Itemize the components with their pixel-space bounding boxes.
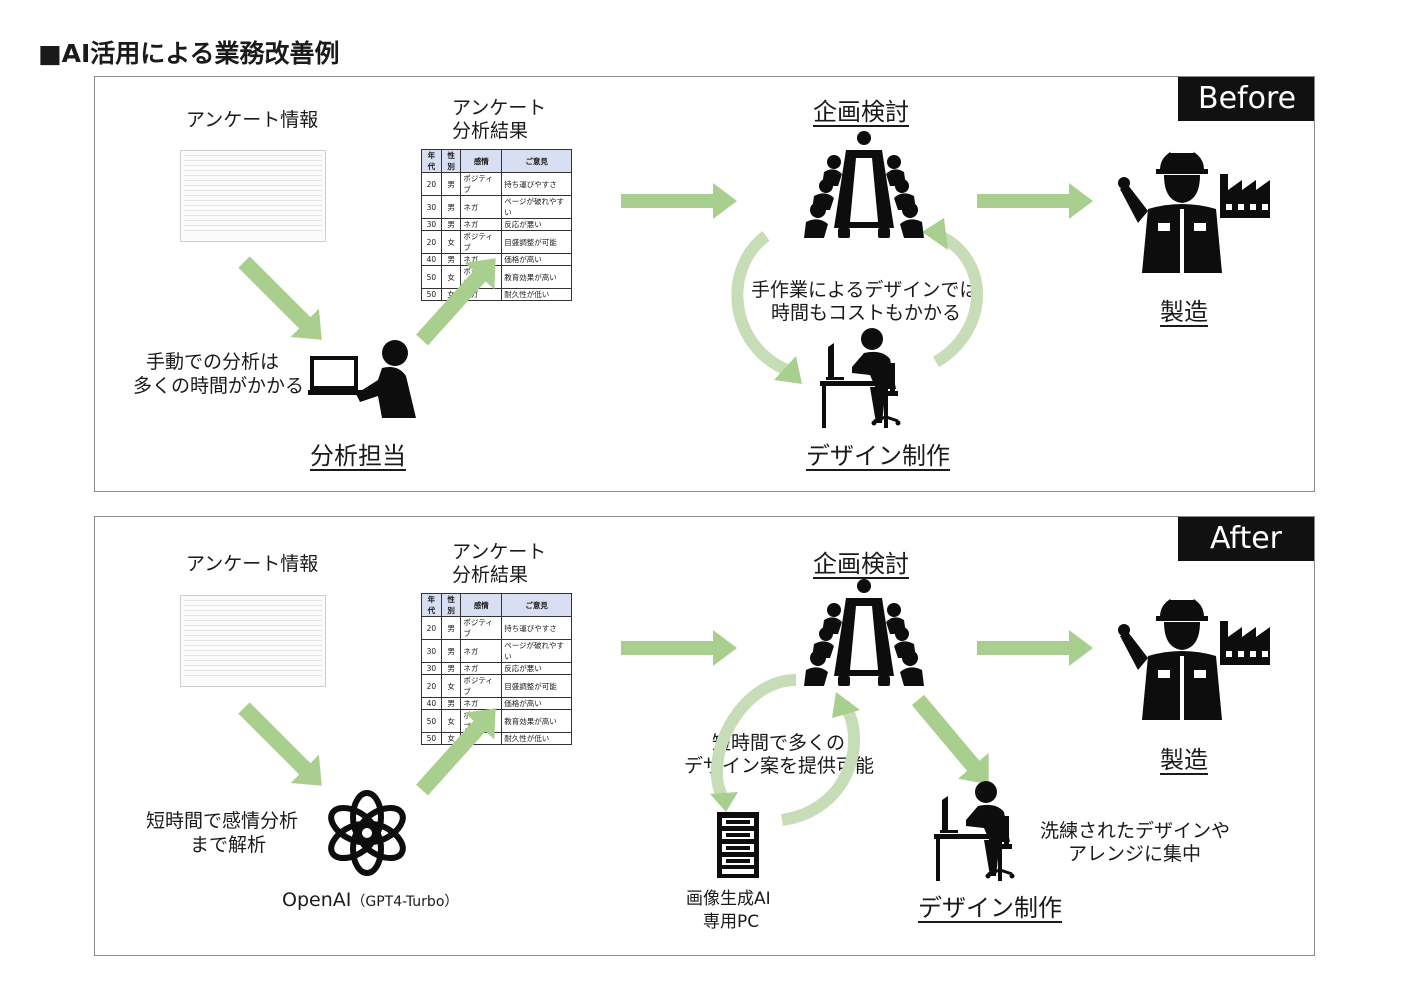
before-factory-icon	[1220, 174, 1270, 218]
after-pc-line1: 画像生成AI	[686, 889, 771, 909]
before-cost-note-line2: 時間もコストもかかる	[771, 302, 962, 324]
after-cycle-arrowhead-left	[710, 792, 738, 812]
after-cycle-arc-left	[710, 674, 797, 804]
before-panel: Before	[94, 76, 1315, 492]
openai-model: （GPT4-Turbo）	[351, 894, 459, 910]
after-survey-sheet	[180, 595, 326, 687]
table-header-cell: ご意見	[501, 149, 572, 173]
before-planning-label: 企画検討	[813, 98, 909, 126]
after-panel: After	[94, 516, 1315, 956]
after-arrow-planning-to-manufacturing	[977, 630, 1093, 666]
after-cycle-arrowhead-right	[832, 692, 860, 718]
after-arrow-survey-to-ai	[229, 693, 336, 800]
after-manufacturing-label: 製造	[1160, 746, 1208, 774]
before-cycle-arrowhead-right	[922, 218, 948, 250]
before-analysis-result-line1: アンケート	[452, 97, 547, 119]
after-quick-note-line2: デザイン案を提供可能	[684, 755, 875, 777]
after-arrow-result-to-planning	[621, 630, 737, 666]
after-openai-label: OpenAI（GPT4-Turbo）	[282, 888, 458, 914]
before-cycle-arc-right	[932, 230, 983, 368]
page-title: ■AI活用による業務改善例	[38, 39, 340, 68]
before-tag: Before	[1178, 77, 1314, 121]
table-cell: 教育効果が高い	[501, 265, 572, 289]
after-tag: After	[1178, 517, 1314, 561]
table-cell: 耐久性が低い	[501, 288, 572, 301]
after-analysis-result-line1: アンケート	[452, 541, 547, 563]
after-worker-icon	[1118, 594, 1222, 720]
table-cell: ポジティブ	[460, 172, 503, 196]
table-header-cell: 感情	[460, 149, 503, 173]
before-manual-note-line2: 多くの時間がかかる	[133, 375, 305, 397]
table-cell: 耐久性が低い	[501, 732, 572, 745]
after-pc-line2: 専用PC	[703, 912, 760, 932]
before-arrow-analyst-to-result	[407, 244, 511, 354]
after-refine-note-line2: アレンジに集中	[1068, 843, 1202, 865]
before-analyst-label: 分析担当	[310, 442, 406, 470]
table-cell: 目盛調整が可能	[501, 230, 572, 254]
after-meeting-icon	[804, 579, 924, 686]
after-planning-label: 企画検討	[813, 550, 909, 578]
table-cell: 50	[421, 732, 442, 745]
table-cell: 50	[421, 265, 442, 289]
after-designer-icon	[932, 779, 1016, 883]
table-header-cell: 年代	[421, 593, 442, 617]
after-ai-note-line2: まで解析	[190, 834, 267, 856]
table-cell: 持ち運びやすさ	[501, 172, 572, 196]
table-cell: 50	[421, 288, 442, 301]
before-manufacturing-label: 製造	[1160, 298, 1208, 326]
table-header-cell: ご意見	[501, 593, 572, 617]
before-designer-icon	[818, 326, 902, 430]
after-design-label: デザイン制作	[918, 894, 1062, 922]
after-arrow-planning-to-design	[902, 687, 1005, 798]
before-worker-icon	[1118, 147, 1222, 273]
table-cell: ネガ	[460, 195, 503, 219]
after-ai-note-line1: 短時間で感情分析	[146, 810, 299, 832]
before-arrow-planning-to-manufacturing	[977, 183, 1093, 219]
before-manual-note-line1: 手動での分析は	[146, 351, 280, 373]
after-refine-note-line1: 洗練されたデザインや	[1040, 820, 1231, 842]
before-design-label: デザイン制作	[806, 442, 950, 470]
before-cycle-arc-left	[731, 231, 795, 378]
before-survey-sheet	[180, 150, 326, 242]
table-cell: 20	[421, 674, 442, 698]
before-arrow-survey-to-analyst	[229, 247, 336, 354]
before-analysis-result-line2: 分析結果	[452, 120, 529, 142]
table-cell: ポジティブ	[460, 616, 503, 640]
table-cell: ページが破れやすい	[501, 195, 572, 219]
after-cycle-arc-right	[780, 700, 861, 826]
before-meeting-icon	[804, 131, 924, 238]
after-quick-note-line1: 短時間で多くの	[712, 732, 846, 754]
table-header-cell: 性別	[440, 593, 462, 617]
before-cycle-arrowhead-left	[774, 356, 802, 384]
before-analyst-icon	[308, 340, 416, 418]
openai-name: OpenAI	[282, 889, 352, 911]
server-pc-icon	[717, 812, 759, 878]
table-cell: 持ち運びやすさ	[501, 616, 572, 640]
table-cell: 30	[421, 195, 442, 219]
before-cost-note-line1: 手作業によるデザインでは	[751, 279, 979, 301]
openai-logo-icon	[328, 790, 406, 876]
table-cell: 目盛調整が可能	[501, 674, 572, 698]
after-arrow-ai-to-result	[407, 694, 511, 804]
after-factory-icon	[1220, 621, 1270, 665]
table-cell: ネガ	[460, 639, 503, 663]
after-survey-info: アンケート情報	[186, 553, 319, 575]
before-arrow-result-to-planning	[621, 183, 737, 219]
after-analysis-result-line2: 分析結果	[452, 564, 529, 586]
before-survey-info: アンケート情報	[186, 109, 319, 131]
